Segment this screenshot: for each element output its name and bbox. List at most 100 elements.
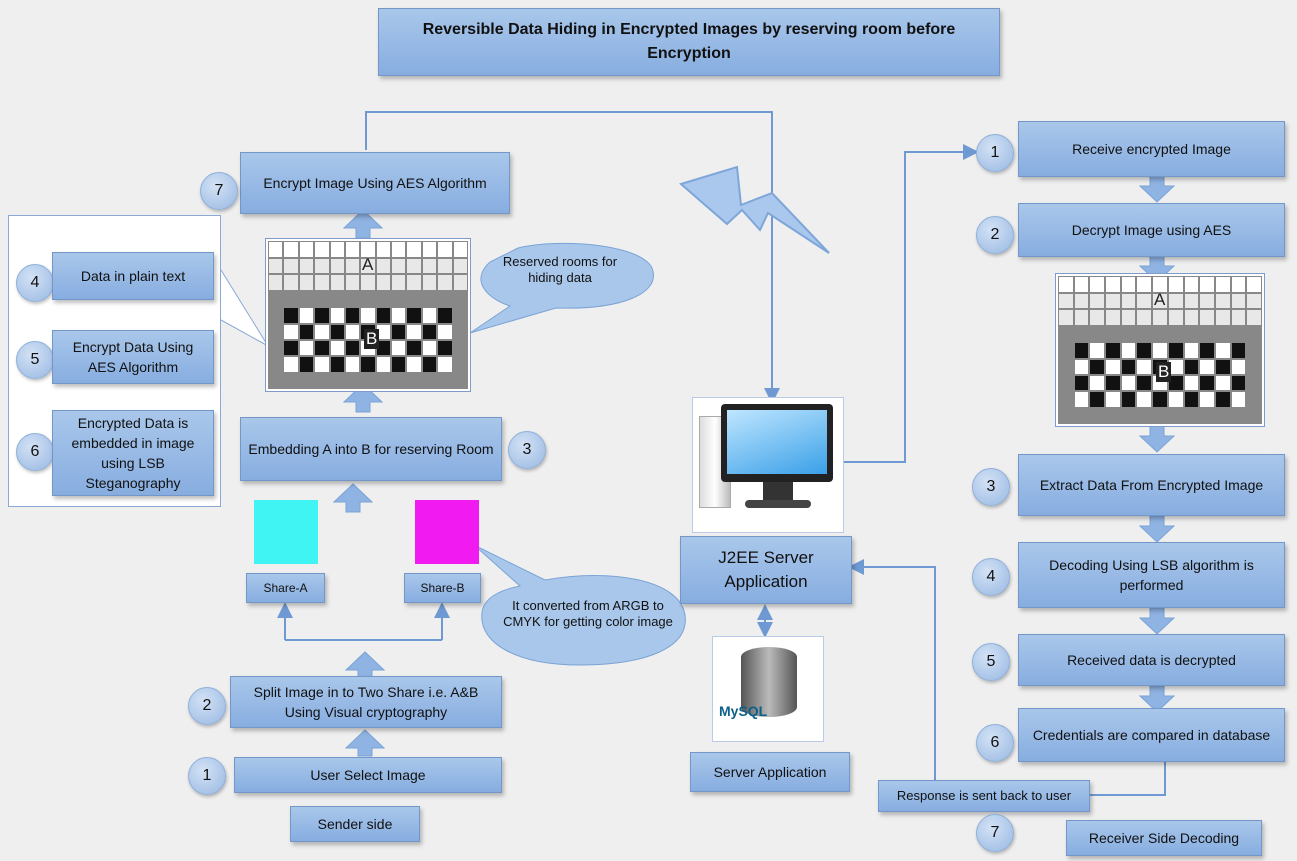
image-grid-cell (1136, 326, 1153, 343)
image-grid-cell (1167, 342, 1184, 359)
step-7-badge: 7 (200, 172, 238, 210)
image-grid-cell (375, 372, 392, 389)
image-grid-cell (344, 274, 361, 291)
image-grid-cell (1073, 358, 1090, 375)
image-grid-cell (406, 372, 422, 389)
image-grid-cell (391, 257, 407, 275)
image-grid-cell (406, 257, 422, 275)
image-grid-cell (406, 241, 422, 258)
image-grid-cell (283, 356, 299, 373)
split-image-box: Split Image in to Two Share i.e. A&B Usi… (230, 676, 502, 728)
step-2-badge: 2 (188, 687, 226, 725)
image-grid-cell (1073, 309, 1090, 326)
image-grid-cell (344, 372, 361, 389)
image-grid-cell (314, 274, 330, 291)
image-grid-cell (360, 291, 376, 308)
image-grid-cell (1105, 375, 1121, 392)
image-grid-cell (344, 356, 361, 373)
receiver-side-label: Receiver Side Decoding (1066, 820, 1262, 856)
receiver-step-2-badge: 2 (976, 216, 1014, 254)
step-3-badge: 3 (508, 431, 546, 469)
image-grid-cell (1136, 391, 1153, 408)
received-region-a-grid (1058, 276, 1262, 326)
image-grid-cell (1058, 375, 1074, 392)
image-grid-cell (452, 241, 468, 258)
image-grid-cell (406, 356, 422, 373)
image-grid-cell (1183, 407, 1200, 424)
image-grid-cell (298, 307, 315, 324)
image-grid-cell (421, 340, 438, 357)
image-grid-cell (1214, 391, 1231, 408)
image-grid-cell (1089, 391, 1106, 408)
image-grid-cell (1105, 342, 1121, 359)
image-grid-cell (391, 372, 407, 389)
image-grid-cell (298, 274, 315, 291)
image-grid-cell (344, 291, 361, 308)
image-grid-cell (1152, 292, 1168, 310)
image-grid-cell (406, 323, 422, 340)
image-grid-cell (298, 291, 315, 308)
image-grid-cell (1152, 309, 1168, 326)
image-grid-cell (1152, 276, 1168, 293)
image-grid-cell (1058, 358, 1074, 375)
region-b-letter: B (364, 329, 380, 349)
image-grid-cell (268, 257, 284, 275)
image-grid-cell (1230, 292, 1247, 310)
image-grid-cell (1073, 391, 1090, 408)
image-grid-cell (421, 323, 438, 340)
image-grid-cell (1214, 375, 1231, 392)
data-decrypted-box: Received data is decrypted (1018, 634, 1285, 686)
image-grid-cell (1167, 276, 1184, 293)
image-grid-cell (1105, 391, 1121, 408)
image-grid-cell (1105, 309, 1121, 326)
j2ee-server-box: J2EE Server Application (680, 536, 852, 604)
image-grid-cell (360, 356, 376, 373)
panel-step-5-badge: 5 (16, 341, 54, 379)
image-grid-cell (283, 274, 299, 291)
database-icon: MySQL (712, 636, 824, 742)
image-grid-cell (1230, 391, 1247, 408)
region-a-grid (268, 241, 468, 291)
image-grid-cell (391, 241, 407, 258)
image-grid-cell (1073, 292, 1090, 310)
image-grid-cell (1230, 309, 1247, 326)
image-grid-cell (1214, 309, 1231, 326)
decrypt-image-box: Decrypt Image using AES (1018, 203, 1285, 257)
image-grid-cell (1246, 407, 1262, 424)
image-grid-cell (329, 274, 345, 291)
panel-pointer (220, 269, 270, 348)
image-grid-cell (1246, 375, 1262, 392)
image-grid-cell (1199, 326, 1215, 343)
image-grid-cell (344, 340, 361, 357)
sender-side-label: Sender side (290, 806, 420, 842)
image-grid-cell (452, 356, 468, 373)
image-grid-cell (1105, 326, 1121, 343)
share-a-image (254, 500, 318, 564)
image-grid-cell (1183, 276, 1200, 293)
image-grid-cell (421, 307, 438, 324)
image-grid-cell (1152, 391, 1168, 408)
image-grid-cell (283, 307, 299, 324)
image-grid-cell (437, 323, 453, 340)
image-grid-cell (1167, 292, 1184, 310)
image-grid-cell (1089, 375, 1106, 392)
received-region-b-grid (1058, 326, 1262, 424)
image-grid-cell (437, 257, 453, 275)
image-grid-cell (1230, 342, 1247, 359)
image-grid-cell (268, 372, 284, 389)
reserved-rooms-callout-text: Reserved rooms for hiding data (502, 254, 618, 285)
image-grid-cell (344, 323, 361, 340)
image-grid-cell (1136, 375, 1153, 392)
image-grid-cell (1199, 292, 1215, 310)
image-grid-cell (1105, 358, 1121, 375)
receiver-step-6-badge: 6 (976, 724, 1014, 762)
image-grid-cell (1246, 326, 1262, 343)
image-grid-cell (298, 372, 315, 389)
image-grid-cell (1073, 326, 1090, 343)
image-grid-cell (1214, 358, 1231, 375)
image-grid-cell (1120, 391, 1137, 408)
image-grid-cell (1199, 375, 1215, 392)
image-grid-cell (360, 307, 376, 324)
image-grid-cell (1167, 407, 1184, 424)
received-region-a-letter: A (1154, 290, 1166, 309)
